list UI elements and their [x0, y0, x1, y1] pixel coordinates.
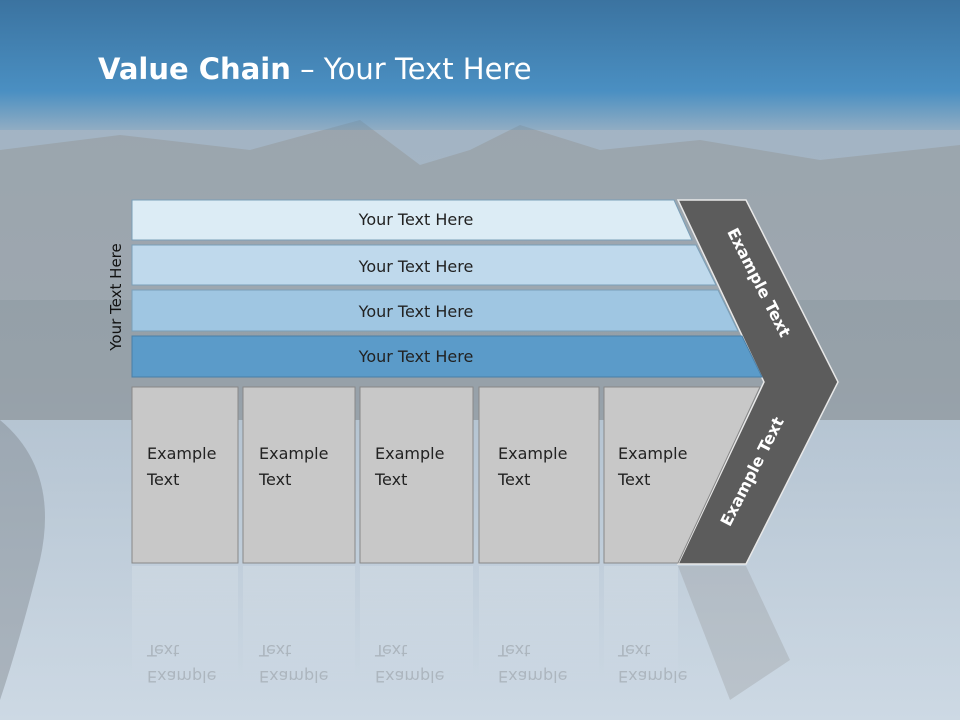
box-4-line1: Example — [498, 444, 567, 463]
title-rest: – Your Text Here — [290, 52, 532, 86]
box-2: Example Text — [242, 386, 356, 564]
box-5-line2: Text — [617, 470, 650, 489]
bar-2: Your Text Here — [131, 244, 717, 286]
box-3-line2: Text — [374, 470, 407, 489]
reflection-box-2-line2: Text — [258, 641, 291, 660]
box-1-line1: Example — [147, 444, 216, 463]
box-4-line2: Text — [497, 470, 530, 489]
bar-4: Your Text Here — [131, 335, 763, 378]
title-banner — [0, 0, 960, 130]
box-4: Example Text — [478, 386, 600, 564]
reflection-box-5-line1: Example — [618, 667, 687, 686]
box-1-line2: Text — [146, 470, 179, 489]
reflection-box-1-line2: Text — [146, 641, 179, 660]
reflection-box-4-line1: Example — [498, 667, 567, 686]
box-2-line2: Text — [258, 470, 291, 489]
reflection-box-2-line1: Example — [259, 667, 328, 686]
reflection: Example Text Example Text Example Text E… — [132, 566, 790, 700]
reflection-box-1-line1: Example — [147, 667, 216, 686]
bar-1: Your Text Here — [131, 199, 693, 241]
bar-3-label: Your Text Here — [358, 302, 474, 321]
box-3: Example Text — [359, 386, 474, 564]
reflection-box-3-line1: Example — [375, 667, 444, 686]
reflection-box-4-line2: Text — [497, 641, 530, 660]
bar-1-label: Your Text Here — [358, 210, 474, 229]
bar-3: Your Text Here — [131, 289, 739, 332]
slide-title: Value Chain – Your Text Here — [98, 52, 532, 86]
reflection-box-3-line2: Text — [374, 641, 407, 660]
bar-4-label: Your Text Here — [358, 347, 474, 366]
chevron-arrow — [676, 199, 839, 565]
title-bold: Value Chain — [98, 52, 291, 86]
box-3-line1: Example — [375, 444, 444, 463]
box-1: Example Text — [131, 386, 239, 564]
bar-2-label: Your Text Here — [358, 257, 474, 276]
box-5: Example Text — [603, 386, 761, 564]
reflection-box-5-line2: Text — [617, 641, 650, 660]
box-2-line1: Example — [259, 444, 328, 463]
box-5-line1: Example — [618, 444, 687, 463]
